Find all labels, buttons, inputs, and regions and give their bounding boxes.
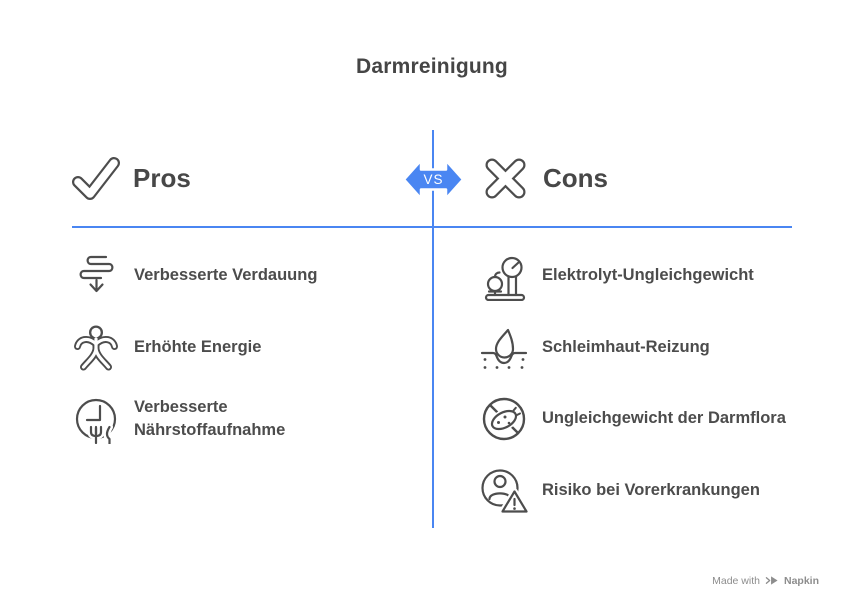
item-label: Verbesserte Nährstoffaufnahme bbox=[134, 397, 286, 439]
droplet-irritation-icon bbox=[479, 323, 529, 373]
watermark-brand: Napkin bbox=[783, 574, 819, 587]
pros-header: Pros bbox=[69, 152, 191, 205]
horizontal-divider bbox=[72, 226, 792, 228]
cons-header: Cons bbox=[479, 152, 608, 205]
pros-item-energie: Erhöhte Energie bbox=[71, 323, 261, 373]
cross-icon bbox=[479, 152, 532, 205]
cons-item-elektrolyt: Elektrolyt-Ungleichgewicht bbox=[479, 251, 754, 301]
vs-label: VS bbox=[423, 171, 444, 187]
cons-item-schleimhaut: Schleimhaut-Reizung bbox=[479, 323, 710, 373]
pros-item-verdauung: Verbesserte Verdauung bbox=[71, 251, 317, 301]
pros-heading: Pros bbox=[133, 163, 191, 193]
vs-badge: VS bbox=[403, 156, 464, 203]
item-label: Verbesserte Verdauung bbox=[134, 266, 318, 285]
checkmark-icon bbox=[69, 152, 122, 205]
energetic-person-icon bbox=[71, 323, 121, 373]
cons-item-vorerkrankungen: Risiko bei Vorerkrankungen bbox=[479, 466, 760, 516]
bacteria-crossed-icon bbox=[479, 394, 529, 444]
digestion-flow-icon bbox=[71, 251, 121, 301]
nutrient-absorption-icon bbox=[71, 394, 121, 444]
napkin-logo-icon bbox=[765, 576, 778, 585]
vertical-divider bbox=[432, 130, 434, 528]
item-label: Erhöhte Energie bbox=[134, 338, 262, 357]
cons-heading: Cons bbox=[543, 163, 608, 193]
item-label: Schleimhaut-Reizung bbox=[542, 338, 710, 357]
scale-with-apple-icon bbox=[479, 251, 529, 301]
watermark-prefix: Made with bbox=[712, 574, 760, 587]
cons-item-darmflora: Ungleichgewicht der Darmflora bbox=[479, 394, 786, 444]
item-label: Risiko bei Vorerkrankungen bbox=[542, 481, 760, 500]
napkin-watermark[interactable]: Made with Napkin bbox=[712, 574, 819, 587]
double-arrow-icon bbox=[403, 159, 464, 200]
pros-item-naehrstoffaufnahme: Verbesserte Nährstoffaufnahme bbox=[71, 394, 339, 444]
page-title: Darmreinigung bbox=[356, 55, 508, 78]
item-label: Elektrolyt-Ungleichgewicht bbox=[542, 266, 754, 285]
item-label: Ungleichgewicht der Darmflora bbox=[542, 409, 786, 428]
person-warning-icon bbox=[479, 466, 529, 516]
